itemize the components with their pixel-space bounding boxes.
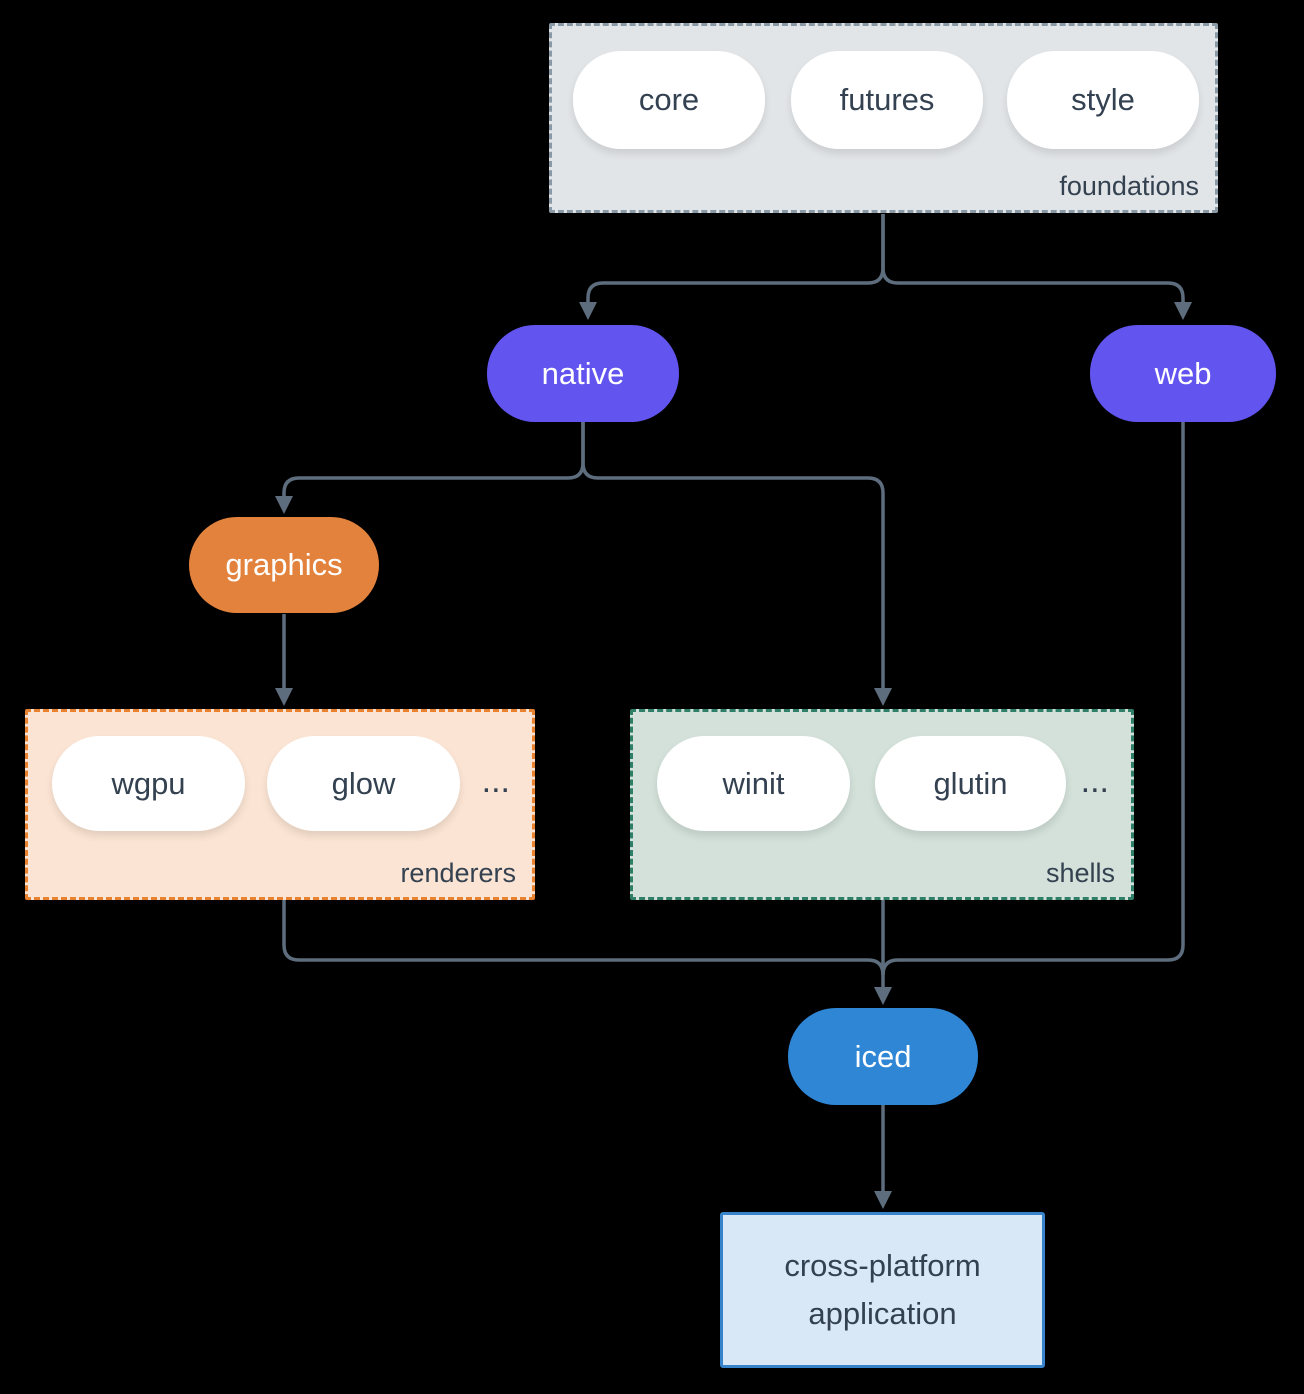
edge-foundations-web xyxy=(881,214,1185,302)
group-label-shells: shells xyxy=(1045,858,1115,888)
arrowhead-graphics xyxy=(275,496,293,514)
node-web: web xyxy=(1090,325,1276,422)
edge-native-shells xyxy=(581,422,885,688)
group-renderers: wgpu glow ... renderers xyxy=(25,709,535,900)
group-foundations: core futures style foundations xyxy=(549,23,1218,213)
node-winit: winit xyxy=(657,736,850,831)
group-label-renderers: renderers xyxy=(400,858,516,888)
arrowhead-shells xyxy=(874,688,892,706)
node-cross-platform-application: cross-platform application xyxy=(720,1212,1045,1368)
arrowhead-renderers xyxy=(275,688,293,706)
shells-ellipsis: ... xyxy=(1080,762,1109,800)
node-style: style xyxy=(1007,51,1199,149)
app-label-line2: application xyxy=(808,1296,957,1331)
node-iced: iced xyxy=(788,1008,978,1105)
edge-foundations-native xyxy=(586,214,885,302)
arrowhead-native xyxy=(579,302,597,320)
node-glow: glow xyxy=(267,736,460,831)
app-label-line1: cross-platform xyxy=(784,1248,981,1283)
node-graphics: graphics xyxy=(189,517,379,613)
node-glutin: glutin xyxy=(875,736,1066,831)
edge-native-graphics xyxy=(282,422,585,496)
renderers-ellipsis: ... xyxy=(481,762,510,800)
group-shells: winit glutin ... shells xyxy=(630,709,1134,900)
node-wgpu: wgpu xyxy=(52,736,245,831)
node-native: native xyxy=(487,325,679,422)
node-futures: futures xyxy=(791,51,983,149)
group-label-foundations: foundations xyxy=(1059,171,1199,201)
arrowhead-web xyxy=(1174,302,1192,320)
arrowhead-application xyxy=(874,1191,892,1209)
edge-renderers-merge xyxy=(282,900,885,976)
node-core: core xyxy=(573,51,765,149)
arrowhead-iced xyxy=(874,987,892,1005)
